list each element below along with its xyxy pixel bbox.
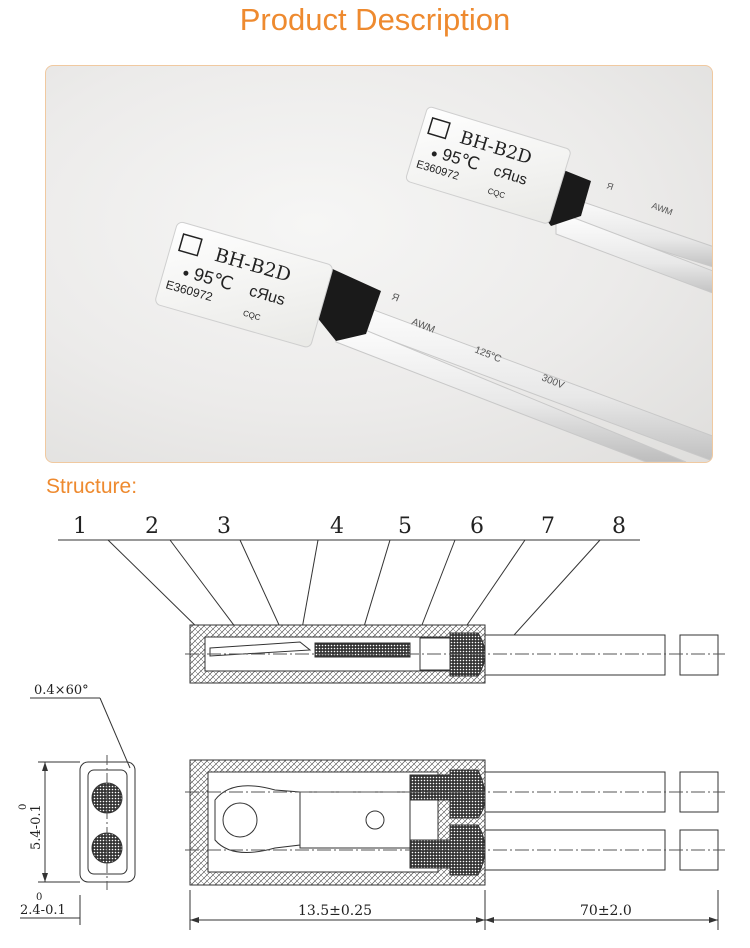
front-wire-r: Я bbox=[390, 292, 401, 305]
callout-7: 7 bbox=[541, 514, 555, 539]
callout-2: 2 bbox=[145, 514, 159, 539]
front-sensor-leads bbox=[330, 293, 712, 462]
plan-view bbox=[185, 759, 725, 886]
lead-length-dim: 70±2.0 bbox=[580, 903, 632, 919]
side-view bbox=[185, 624, 725, 684]
height-dim: 5.4-0.1 bbox=[29, 804, 44, 850]
chamfer-dim: 0.4×60° bbox=[34, 683, 89, 698]
callout-4: 4 bbox=[330, 514, 344, 539]
callout-6: 6 bbox=[470, 514, 484, 539]
structure-heading: Structure: bbox=[46, 475, 138, 498]
page-title: Product Description bbox=[239, 2, 511, 37]
end-view: 0.4×60° 5.4-0.1 0 2.4-0.1 0 bbox=[18, 683, 136, 925]
thickness-dim: 2.4-0.1 bbox=[20, 903, 66, 918]
product-photo: BH-B2D 95℃ cЯus E360972 CQC Я AWM BH-B2D… bbox=[45, 65, 713, 463]
structure-drawing: 1 2 3 4 5 6 7 8 0.4 bbox=[18, 514, 725, 930]
thickness-dim-zero: 0 bbox=[36, 892, 42, 903]
callout-8: 8 bbox=[612, 514, 626, 539]
height-dim-zero: 0 bbox=[18, 804, 29, 810]
callout-5: 5 bbox=[398, 514, 412, 539]
back-wire-awm: AWM bbox=[650, 200, 674, 217]
body-length-dim: 13.5±0.25 bbox=[298, 903, 372, 919]
callout-3: 3 bbox=[217, 514, 231, 539]
callout-1: 1 bbox=[73, 514, 87, 539]
front-sensor: BH-B2D 95℃ cЯus E360972 CQC bbox=[155, 221, 333, 348]
length-dimensions: 13.5±0.25 70±2.0 bbox=[189, 890, 719, 930]
back-wire-r: Я bbox=[605, 180, 615, 192]
back-sensor: BH-B2D 95℃ cЯus E360972 CQC bbox=[405, 106, 571, 224]
